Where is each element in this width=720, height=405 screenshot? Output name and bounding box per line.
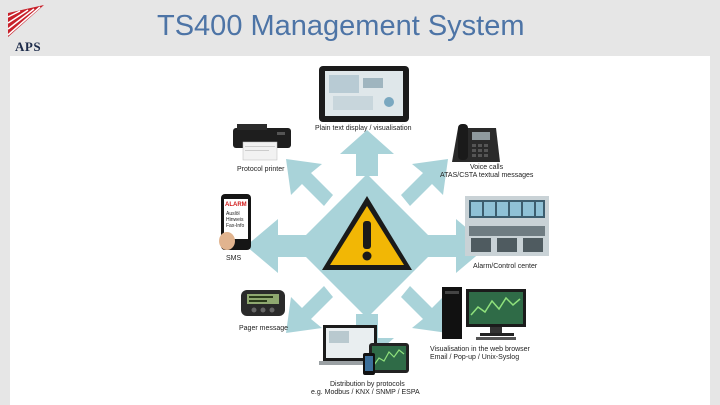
header-bar: APS TS400 Management System bbox=[0, 0, 720, 52]
control-room-icon bbox=[465, 196, 549, 256]
web-visualisation-label: Visualisation in the web browser bbox=[430, 346, 530, 354]
alarm-control-center-label: Alarm/Control center bbox=[473, 263, 537, 271]
slide-content: Plain text display / visualisation Voice… bbox=[10, 56, 710, 405]
voice-calls-label: Voice calls bbox=[470, 164, 503, 172]
distribution-protocols-label-2: e.g. Modbus / KNX / SNMP / ESPA bbox=[311, 389, 420, 397]
web-visualisation-label-2: Email / Pop-up / Unix-Syslog bbox=[430, 354, 519, 362]
protocol-printer-label: Protocol printer bbox=[237, 166, 284, 174]
phone-alarm-text: ALARM bbox=[225, 201, 247, 209]
plain-text-display-label: Plain text display / visualisation bbox=[315, 125, 412, 133]
printer-icon bbox=[231, 122, 293, 162]
voice-calls-label-2: ATAS/CSTA textual messages bbox=[440, 172, 533, 180]
devices-group-icon bbox=[319, 323, 415, 377]
pager-message-label: Pager message bbox=[239, 325, 288, 333]
logo-text: APS bbox=[15, 39, 41, 55]
pc-tower-monitor-icon bbox=[440, 285, 528, 341]
arrow-up-right bbox=[401, 159, 448, 206]
sms-label: SMS bbox=[226, 255, 241, 263]
desk-phone-icon bbox=[450, 122, 502, 164]
tablet-display-icon bbox=[319, 66, 409, 122]
phone-line-3: Fax-Info bbox=[226, 223, 244, 229]
page-title: TS400 Management System bbox=[157, 10, 525, 43]
pager-icon bbox=[240, 288, 286, 318]
arrow-up-left bbox=[286, 159, 333, 206]
aps-logo: APS bbox=[6, 3, 46, 51]
smartphone-icon: ALARM Auslöl Hinweis Fax-Info bbox=[219, 193, 253, 251]
distribution-protocols-label: Distribution by protocols bbox=[330, 381, 405, 389]
arrow-up bbox=[340, 130, 394, 176]
